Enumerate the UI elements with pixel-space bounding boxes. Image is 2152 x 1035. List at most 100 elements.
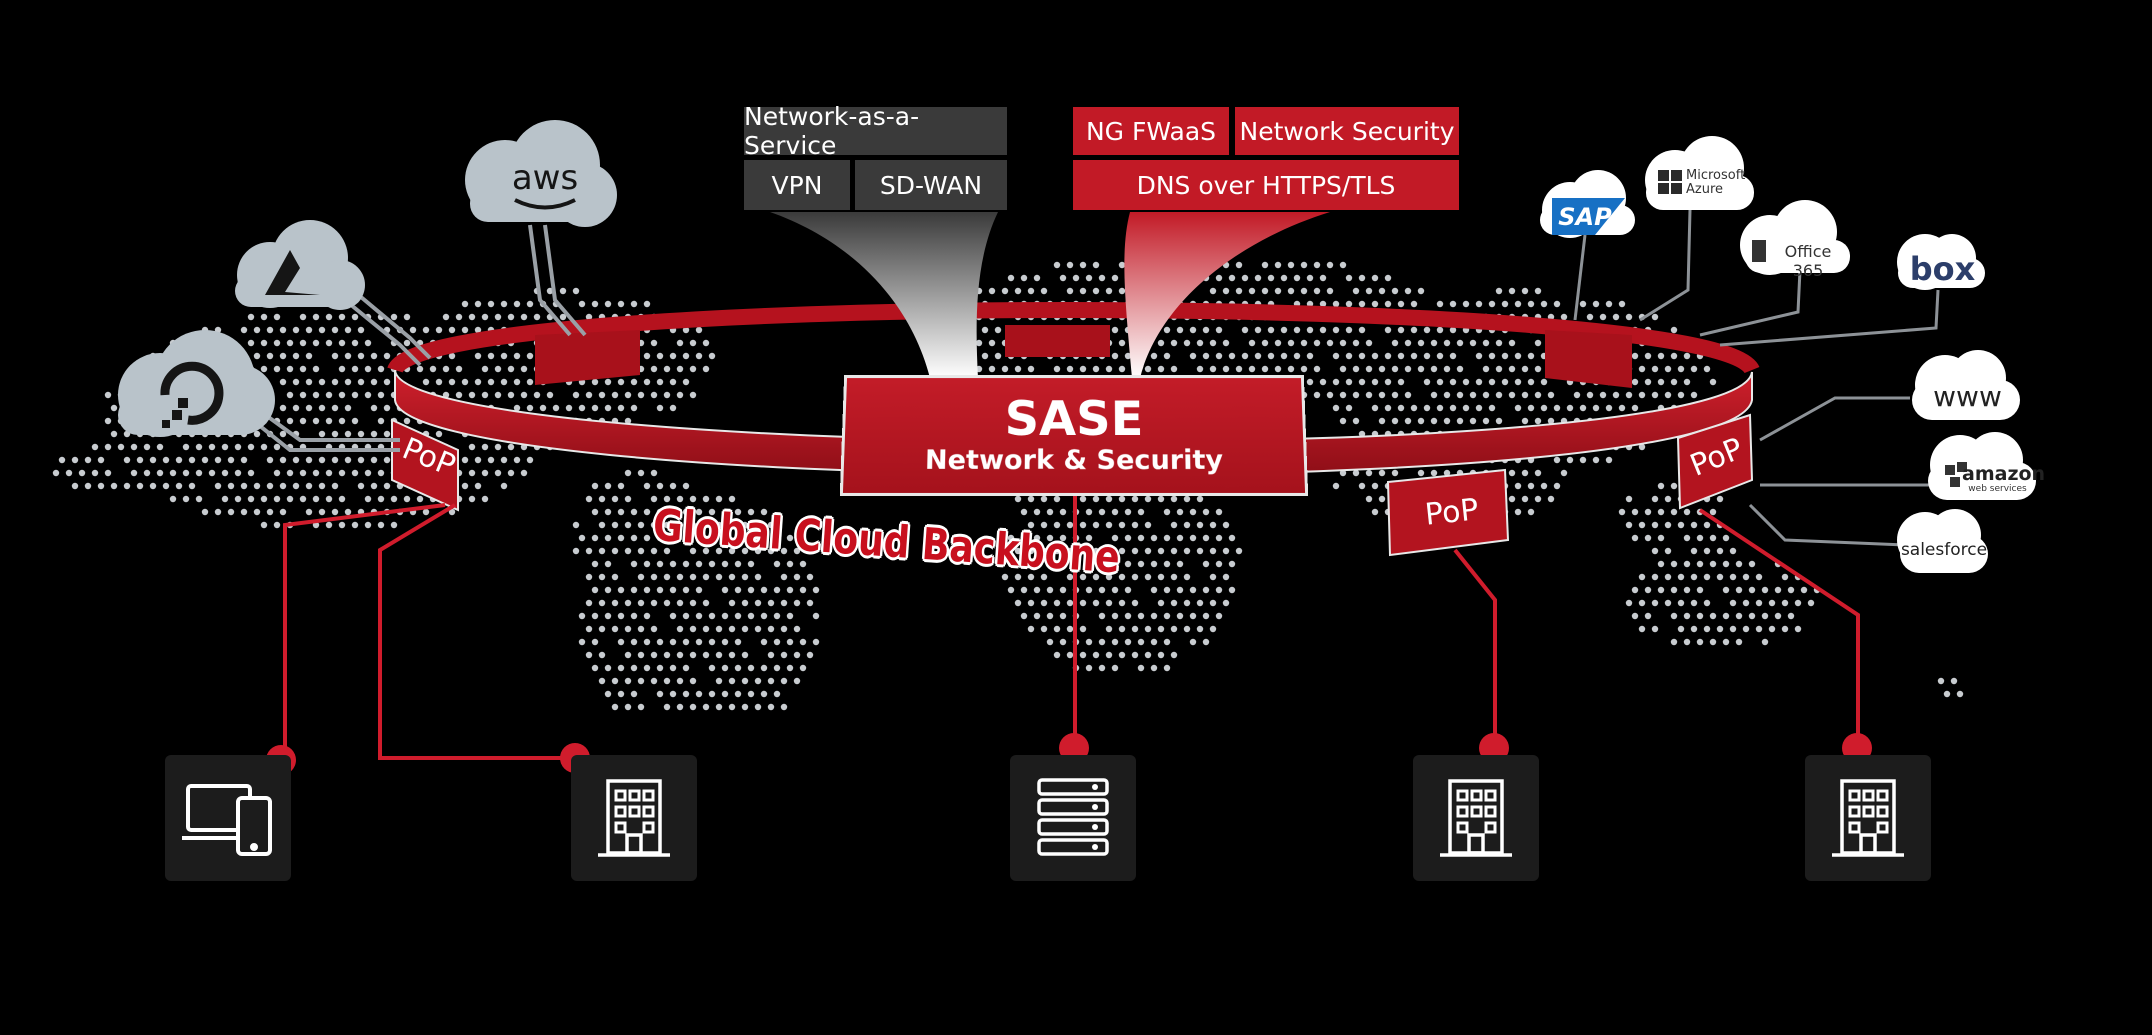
map-dot (370, 482, 378, 490)
map-dot (1066, 573, 1074, 581)
map-dot (1222, 573, 1230, 581)
map-dot (643, 534, 651, 542)
map-dot (1365, 287, 1373, 295)
map-dot (1657, 378, 1665, 386)
map-dot (1365, 365, 1373, 373)
map-dot (1703, 599, 1711, 607)
map-dot (1157, 651, 1165, 659)
map-dot (715, 625, 723, 633)
map-dot (793, 625, 801, 633)
map-dot (513, 378, 521, 386)
map-dot (1176, 612, 1184, 620)
map-dot (214, 508, 222, 516)
map-dot (741, 625, 749, 633)
map-dot (689, 703, 697, 711)
server-rack-icon (1037, 778, 1109, 856)
map-dot (1033, 560, 1041, 568)
map-dot (1118, 339, 1126, 347)
map-dot (650, 365, 658, 373)
map-dot (377, 495, 385, 503)
building-icon (1440, 779, 1512, 857)
device-tile-branch-3 (1805, 755, 1931, 881)
map-dot (1501, 300, 1509, 308)
map-dot (1215, 534, 1223, 542)
map-dot (299, 495, 307, 503)
map-dot (1651, 365, 1659, 373)
map-dot (676, 495, 684, 503)
map-dot (721, 690, 729, 698)
map-dot (1430, 365, 1438, 373)
map-dot (520, 313, 528, 321)
map-dot (292, 456, 300, 464)
map-dot (312, 391, 320, 399)
map-dot (1709, 508, 1717, 516)
map-dot (1137, 508, 1145, 516)
map-dot (1339, 261, 1347, 269)
map-dot (1371, 274, 1379, 282)
map-dot (591, 508, 599, 516)
map-dot (370, 430, 378, 438)
map-dot (1248, 339, 1256, 347)
map-dot (1079, 365, 1087, 373)
map-dot (1521, 417, 1529, 425)
map-dot (1027, 573, 1035, 581)
map-dot (793, 599, 801, 607)
map-dot (468, 391, 476, 399)
map-dot (611, 391, 619, 399)
map-dot (1456, 339, 1464, 347)
map-dot (110, 482, 118, 490)
map-dot (1592, 300, 1600, 308)
map-dot (1092, 651, 1100, 659)
map-dot (1384, 404, 1392, 412)
map-dot (1287, 339, 1295, 347)
map-dot (1677, 599, 1685, 607)
map-dot (1033, 534, 1041, 542)
map-dot (1358, 430, 1366, 438)
map-dot (624, 651, 632, 659)
map-dot (650, 391, 658, 399)
map-dot (1371, 300, 1379, 308)
map-dot (1495, 339, 1503, 347)
map-dot (1163, 352, 1171, 360)
map-dot (1215, 612, 1223, 620)
digitalocean-logo-icon (160, 361, 224, 425)
map-dot (1469, 391, 1477, 399)
map-dot (1514, 378, 1522, 386)
map-dot (1111, 508, 1119, 516)
map-dot (715, 547, 723, 555)
map-dot (253, 508, 261, 516)
map-dot (1521, 391, 1529, 399)
map-dot (689, 599, 697, 607)
map-dot (617, 638, 625, 646)
map-dot (1625, 313, 1633, 321)
map-dot (1222, 521, 1230, 529)
map-dot (331, 326, 339, 334)
map-dot (494, 313, 502, 321)
map-dot (1215, 560, 1223, 568)
map-dot (1267, 326, 1275, 334)
map-dot (338, 339, 346, 347)
map-dot (1527, 404, 1535, 412)
map-dot (1196, 521, 1204, 529)
map-dot (695, 560, 703, 568)
map-dot (578, 300, 586, 308)
map-dot (702, 547, 710, 555)
map-dot (1690, 599, 1698, 607)
map-dot (1098, 560, 1106, 568)
map-dot (1417, 417, 1425, 425)
map-dot (383, 456, 391, 464)
map-dot (325, 417, 333, 425)
map-dot (728, 495, 736, 503)
map-dot (1059, 274, 1067, 282)
map-dot (741, 547, 749, 555)
map-dot (1495, 365, 1503, 373)
map-dot (416, 495, 424, 503)
map-dot (1378, 495, 1386, 503)
map-dot (344, 352, 352, 360)
map-dot (1059, 534, 1067, 542)
map-dot (1228, 352, 1236, 360)
map-dot (1436, 404, 1444, 412)
map-dot (461, 456, 469, 464)
map-dot (663, 677, 671, 685)
map-dot (656, 534, 664, 542)
